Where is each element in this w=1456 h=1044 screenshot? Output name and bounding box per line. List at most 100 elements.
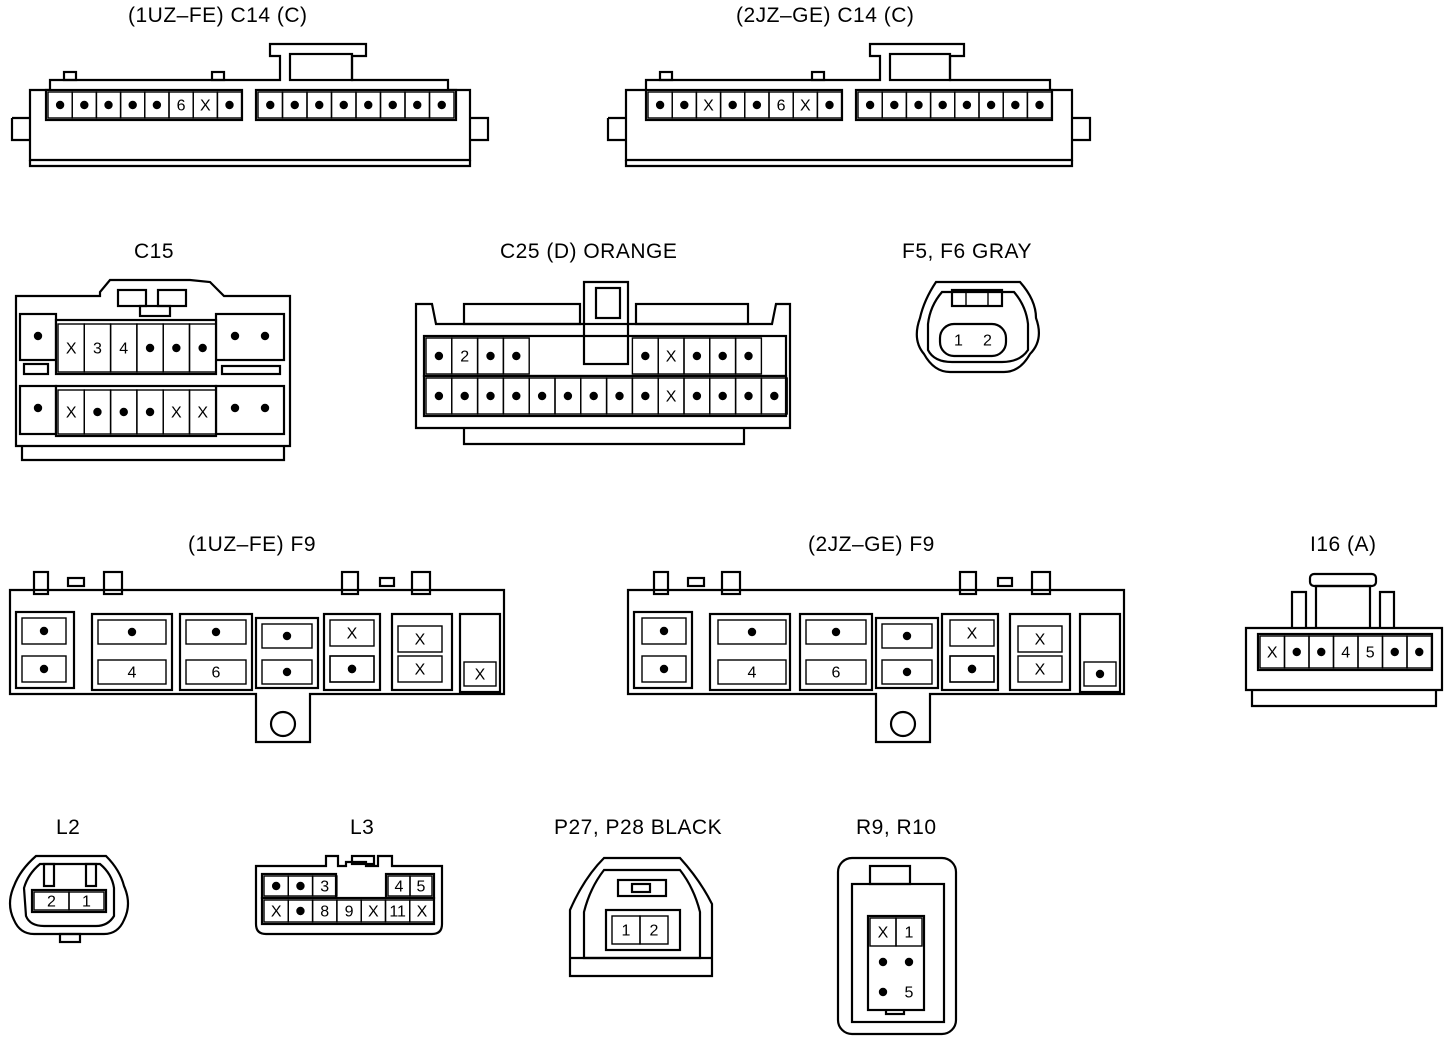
svg-text:X: X: [347, 626, 358, 643]
connector-label: P27, P28 BLACK: [554, 816, 723, 839]
pin-cell: X: [329, 619, 375, 647]
pin-cell: [641, 617, 687, 645]
svg-text:X: X: [666, 389, 677, 406]
pin-cell: [260, 403, 270, 413]
svg-text:X: X: [417, 904, 428, 921]
svg-text:X: X: [878, 925, 889, 942]
svg-text:4: 4: [395, 879, 404, 896]
pin-cell: 2: [983, 333, 992, 350]
svg-text:4: 4: [128, 665, 137, 682]
svg-text:X: X: [800, 98, 811, 115]
pin-cell: 6: [185, 659, 247, 685]
connector-label: R9, R10: [856, 816, 937, 839]
pin-cell: [502, 337, 530, 375]
connector-label: L3: [350, 816, 375, 839]
pin-cell: X: [1017, 625, 1063, 653]
svg-text:1: 1: [954, 333, 963, 350]
pin-cell: [881, 623, 933, 649]
connector-label: C15: [134, 240, 175, 263]
svg-text:X: X: [200, 98, 211, 115]
pin-cell: 1: [895, 917, 923, 947]
pin-cell: [185, 619, 247, 645]
svg-text:X: X: [967, 626, 978, 643]
pin-cell: X: [1017, 655, 1063, 683]
connector-label: (2JZ–GE) F9: [808, 533, 935, 556]
svg-text:2: 2: [47, 894, 56, 911]
svg-text:6: 6: [212, 665, 221, 682]
connector-label: (1UZ–FE) C14 (C): [128, 4, 308, 27]
pin-cell: 5: [905, 985, 914, 1002]
pin-cell: [641, 655, 687, 683]
pin-cell: 2: [639, 915, 669, 945]
svg-text:X: X: [1035, 662, 1046, 679]
pin-cell: [878, 987, 888, 997]
pin-cell: [260, 331, 270, 341]
pin-cell: [33, 331, 43, 341]
pin-cell: [1406, 635, 1433, 669]
pin-cell: X: [949, 619, 995, 647]
svg-text:X: X: [703, 98, 714, 115]
svg-text:X: X: [475, 667, 486, 684]
svg-text:X: X: [415, 632, 426, 649]
svg-text:6: 6: [832, 665, 841, 682]
svg-text:X: X: [271, 904, 282, 921]
svg-text:5: 5: [1366, 645, 1375, 662]
pin-cell: X: [188, 389, 217, 435]
svg-text:3: 3: [93, 341, 102, 358]
svg-text:1: 1: [82, 894, 91, 911]
svg-text:X: X: [415, 662, 426, 679]
svg-text:5: 5: [905, 985, 914, 1002]
pin-cell: [805, 619, 867, 645]
pin-cell: 1: [68, 891, 105, 911]
svg-text:4: 4: [748, 665, 757, 682]
pin-cell: X: [397, 625, 443, 653]
pin-cell: [428, 91, 455, 119]
svg-text:4: 4: [1341, 645, 1350, 662]
pin-cell: [230, 331, 240, 341]
svg-text:5: 5: [417, 879, 426, 896]
pin-cell: 3: [311, 875, 338, 897]
svg-text:X: X: [666, 349, 677, 366]
pin-cell: 1: [954, 333, 963, 350]
connector-label: (1UZ–FE) F9: [188, 533, 317, 556]
svg-text:X: X: [171, 405, 182, 422]
svg-text:X: X: [66, 341, 77, 358]
svg-text:3: 3: [320, 879, 329, 896]
connector-label: C25 (D) ORANGE: [500, 240, 678, 263]
pin-cell: [717, 619, 787, 645]
svg-text:4: 4: [119, 341, 128, 358]
svg-text:2: 2: [460, 349, 469, 366]
pin-cell: [904, 957, 914, 967]
pin-cell: [949, 655, 995, 683]
svg-text:8: 8: [320, 904, 329, 921]
svg-text:X: X: [368, 904, 379, 921]
pin-cell: [878, 957, 888, 967]
pin-cell: [188, 323, 217, 373]
pin-cell: [329, 655, 375, 683]
connector-label: F5, F6 GRAY: [902, 240, 1032, 263]
svg-text:9: 9: [345, 904, 354, 921]
svg-text:X: X: [1267, 645, 1278, 662]
pin-cell: X: [463, 661, 497, 687]
pin-cell: [261, 659, 313, 685]
pin-cell: [230, 403, 240, 413]
svg-text:X: X: [197, 405, 208, 422]
svg-text:6: 6: [777, 98, 786, 115]
svg-text:2: 2: [650, 923, 659, 940]
pin-cell: [33, 403, 43, 413]
pin-cell: [760, 377, 788, 415]
pin-cell: [816, 91, 843, 119]
pin-cell: [21, 655, 67, 683]
pin-cell: [1026, 91, 1053, 119]
pin-cell: 4: [717, 659, 787, 685]
svg-text:11: 11: [389, 904, 406, 921]
